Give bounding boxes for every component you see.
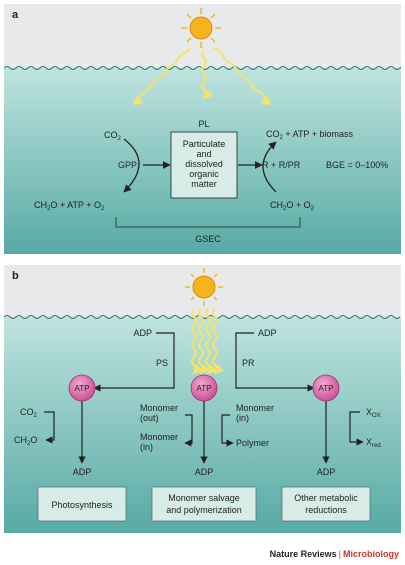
polymerization-arrow: [221, 414, 234, 447]
monomer-in-right-line-2: (in): [236, 413, 249, 423]
polymer-label: Polymer: [236, 438, 269, 448]
box-line-2: and: [196, 149, 211, 159]
ch2o-label: CH2O: [14, 435, 37, 447]
adp-left: ADP: [133, 328, 152, 338]
adp-right: ADP: [258, 328, 277, 338]
xox-label: XOX: [366, 407, 381, 419]
photosynthesis-box: Photosynthesis: [37, 486, 127, 522]
xred-label: Xred: [366, 437, 381, 449]
box-line-4: organic: [189, 169, 219, 179]
atp-circle-centre: ATP: [190, 374, 218, 402]
ps-label: PS: [156, 358, 168, 368]
monomer-transport-arrow: [184, 414, 193, 447]
sun-icon: [185, 268, 223, 306]
light-rays: [132, 47, 272, 106]
panel-a-label: a: [12, 9, 19, 21]
svg-text:Photosynthesis: Photosynthesis: [51, 500, 113, 510]
monomer-salvage-box: Monomer salvage and polymerization: [151, 486, 257, 522]
metabolic-reductions-box: Other metabolic reductions: [281, 486, 371, 522]
pr-arrow: [235, 332, 315, 392]
box-line-1: Particulate: [183, 139, 226, 149]
panel-b: b ADP PS ADP PR ATP ATP ATP: [4, 265, 401, 533]
svg-text:Other metabolic: Other metabolic: [294, 493, 358, 503]
sun-icon: [181, 8, 221, 48]
monomer-in-left-line-1: Monomer: [140, 432, 178, 442]
organic-matter-box: [170, 131, 238, 199]
adp-bottom-right: ADP: [317, 467, 336, 477]
atp-circle-left: ATP: [68, 374, 96, 402]
atp-circle-right: ATP: [312, 374, 340, 402]
right-products: CO2 + ATP + biomass: [266, 129, 354, 141]
journal-credit: Nature Reviews|Microbiology: [270, 549, 399, 559]
journal-separator: |: [338, 549, 341, 559]
svg-text:Monomer salvage: Monomer salvage: [168, 493, 240, 503]
light-rays: [191, 308, 225, 375]
ps-arrow: [93, 332, 175, 392]
journal-name: Nature Reviews: [269, 549, 337, 559]
svg-text:ATP: ATP: [75, 384, 90, 393]
monomer-out-line-1: Monomer: [140, 403, 178, 413]
box-line-3: dissolved: [185, 159, 223, 169]
box-line-5: matter: [191, 179, 217, 189]
svg-text:and polymerization: and polymerization: [166, 505, 242, 515]
pr-label: PR: [242, 358, 255, 368]
monomer-in-right-line-1: Monomer: [236, 403, 274, 413]
gsec-bracket: [115, 217, 301, 228]
gsec-label: GSEC: [195, 234, 221, 244]
co2-label: CO2: [20, 407, 38, 419]
co2-ch2o-arrow: [44, 411, 55, 444]
monomer-in-left-line-2: (in): [140, 442, 153, 452]
r-arrow: [262, 141, 277, 193]
r-pr-label: R + R/PR: [262, 160, 301, 170]
svg-text:ATP: ATP: [197, 384, 212, 393]
bge-label: BGE = 0–100%: [326, 160, 388, 170]
panel-a: a CO2 GPP CH2O + ATP + O2 PL Particulate…: [4, 4, 401, 254]
pl-label: PL: [198, 119, 209, 129]
left-co2: CO2: [104, 130, 122, 142]
gpp-arrow: [123, 138, 140, 193]
monomer-out-line-2: (out): [140, 413, 159, 423]
adp-bottom-centre: ADP: [195, 467, 214, 477]
svg-text:ATP: ATP: [319, 384, 334, 393]
right-reactants: CH2O + O2: [270, 200, 315, 212]
journal-section: Microbiology: [343, 549, 399, 559]
reduction-arrow: [349, 411, 364, 446]
svg-text:reductions: reductions: [305, 505, 347, 515]
water-surface: [4, 66, 401, 70]
left-products: CH2O + ATP + O2: [34, 200, 105, 212]
adp-bottom-left: ADP: [73, 467, 92, 477]
gpp-label: GPP: [118, 160, 137, 170]
panel-b-label: b: [12, 270, 19, 282]
